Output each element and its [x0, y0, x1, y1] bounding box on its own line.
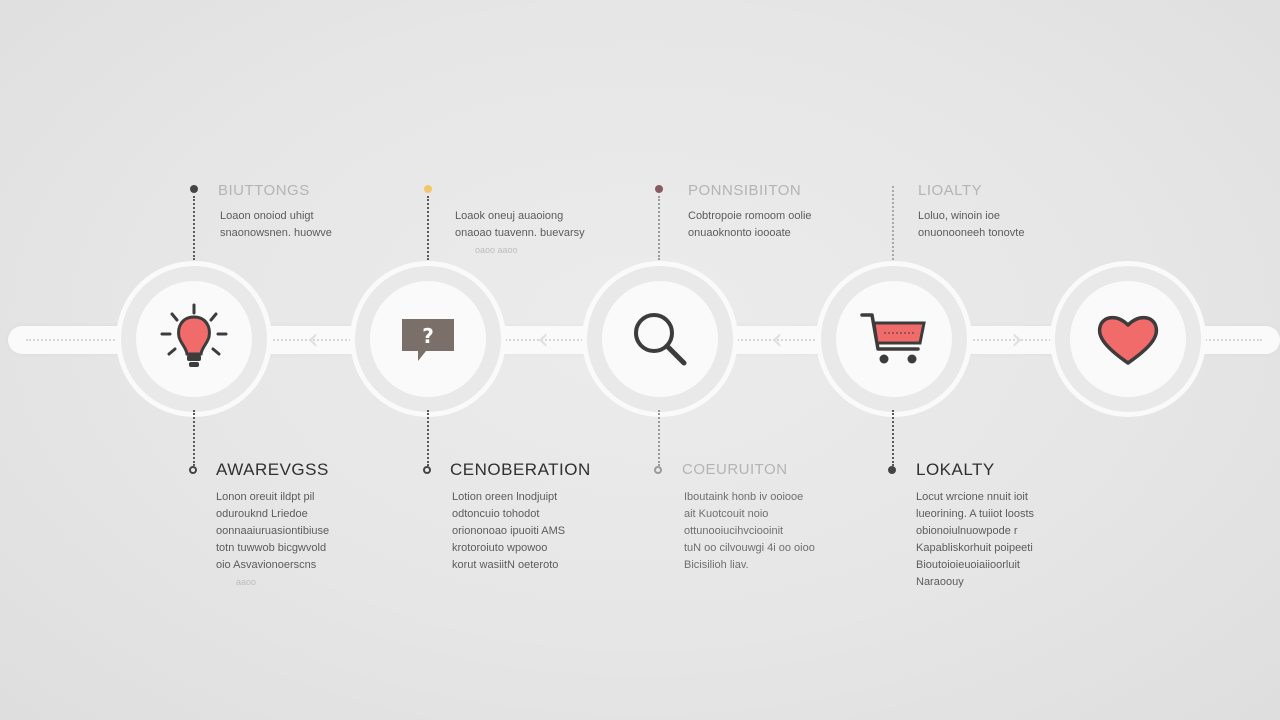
- description-line: ait Kuotcouit noio: [684, 508, 769, 520]
- description-line: oaoo aaoo: [475, 245, 518, 255]
- description-line: lueorining. A tuiiot loosts: [916, 508, 1035, 520]
- bottom-label-title: AWAREVGSS: [216, 460, 329, 479]
- connector-line: [193, 410, 195, 466]
- description-line: Iboutaink honb iv ooiooe: [684, 491, 804, 503]
- connector-dot: [189, 466, 197, 474]
- description-line: Lotion oreen lnodjuipt: [452, 491, 558, 503]
- top-label-title: LIOALTY: [918, 182, 983, 199]
- description-line: Loluo, winoin ioe: [918, 210, 1000, 222]
- description-line: korut wasiitN oeteroto: [452, 559, 559, 571]
- lightbulb-icon: [160, 303, 228, 367]
- description-line: Loaok oneuj auaoiong: [455, 210, 564, 222]
- connector-line: [193, 196, 195, 260]
- heart-icon: [1097, 315, 1159, 365]
- description-line: onuonooneeh tonovte: [918, 227, 1025, 239]
- bottom-label-title: CENOBERATION: [450, 460, 591, 479]
- description-line: odurouknd Lriedoe: [216, 508, 308, 520]
- description-line: krotoroiuto wpowoo: [452, 542, 548, 554]
- description-line: Naraoouy: [916, 576, 964, 588]
- top-label-description: Loluo, winoin ioe onuonooneeh tonovte: [918, 208, 1024, 242]
- description-line: aaoo: [236, 577, 257, 587]
- bottom-label-description: Lotion oreen lnodjuipt odtoncuio tohodot…: [452, 489, 565, 574]
- description-line: Bicisilioh liav.: [684, 559, 749, 571]
- description-line: Bioutoioieuoiaiioorluit: [916, 559, 1020, 571]
- magnifier-icon: [634, 313, 687, 366]
- connector-dot: [655, 185, 663, 193]
- connector-line: [427, 410, 429, 466]
- description-line: snaonowsnen. huowve: [220, 227, 332, 239]
- chat-bubble-glyph: ?: [422, 324, 434, 348]
- stage-consideration-circle: ?: [350, 261, 506, 417]
- connector-dot: [190, 185, 198, 193]
- bottom-label-title: LOKALTY: [916, 460, 995, 479]
- chat-bubble-icon: ?: [402, 319, 454, 361]
- stage-awareness-circle: [116, 261, 272, 417]
- top-label-title: BIUTTONGS: [218, 182, 310, 199]
- description-line: tuN oo cilvouwgi 4i oo oioo: [684, 542, 815, 554]
- bottom-label-description: Iboutaink honb iv ooiooe ait Kuotcouit n…: [684, 489, 815, 574]
- bottom-label-title: COEURUITON: [682, 461, 788, 478]
- description-line: onuaoknonto ioooate: [688, 227, 791, 239]
- chevron-right-icon: ‹: [771, 322, 783, 357]
- connector-line: [658, 196, 660, 260]
- description-line: Lonon oreuit ildpt pil: [216, 491, 315, 503]
- stage-consideration-disc: ?: [370, 281, 486, 397]
- description-line: oonnaaiuruasiontibiuse: [216, 525, 330, 537]
- connector-line: [892, 186, 894, 260]
- bottom-label-description: Lonon oreuit ildpt pil odurouknd Lriedoe…: [216, 489, 329, 591]
- description-line: totn tuwwob bicgwvold: [216, 542, 327, 554]
- description-line: obionoiulnuowpode r: [916, 525, 1018, 537]
- connector-dot: [888, 466, 896, 474]
- connector-line: [892, 410, 894, 466]
- chevron-right-icon: ›: [1011, 322, 1023, 357]
- connector-line: [658, 410, 660, 466]
- connector-dot: [423, 466, 431, 474]
- description-line: Cobtropoie romoom oolie: [688, 210, 812, 222]
- top-label-description: Cobtropoie romoom oolie onuaoknonto iooo…: [688, 208, 812, 242]
- stage-conversion-disc: [602, 281, 718, 397]
- stage-purchase-circle: [816, 261, 972, 417]
- connector-dot: [424, 185, 432, 193]
- description-line: Loaon onoiod uhigt: [220, 210, 314, 222]
- description-line: oriononoao ipuoiti AMS: [452, 525, 566, 537]
- chevron-right-icon: ‹: [537, 322, 549, 357]
- description-line: onaoao tuavenn. buevarsy: [455, 227, 585, 239]
- chevron-right-icon: ‹: [307, 322, 319, 357]
- top-label-title: PONNSIBIITON: [688, 182, 802, 199]
- description-line: Locut wrcione nnuit ioit: [916, 491, 1028, 503]
- description-line: oio Asvavionoerscns: [216, 559, 317, 571]
- connector-dot: [654, 466, 662, 474]
- stage-purchase-disc: [836, 281, 952, 397]
- description-line: odtoncuio tohodot: [452, 508, 540, 520]
- stage-loyalty-disc: [1070, 281, 1186, 397]
- shopping-cart-icon: [860, 313, 926, 364]
- stage-conversion-circle: [582, 261, 738, 417]
- description-line: Kapabliskorhuit poipeeti: [916, 542, 1033, 554]
- top-label-description: Loaok oneuj auaoiong onaoao tuavenn. bue…: [455, 208, 585, 259]
- stage-loyalty-circle: [1050, 261, 1206, 417]
- description-line: ottunooiucihvciooinit: [684, 525, 784, 537]
- top-label-description: Loaon onoiod uhigt snaonowsnen. huowve: [220, 208, 332, 242]
- stage-awareness-disc: [136, 281, 252, 397]
- bottom-label-description: Locut wrcione nnuit ioit lueorining. A t…: [916, 489, 1034, 591]
- connector-line: [427, 196, 429, 260]
